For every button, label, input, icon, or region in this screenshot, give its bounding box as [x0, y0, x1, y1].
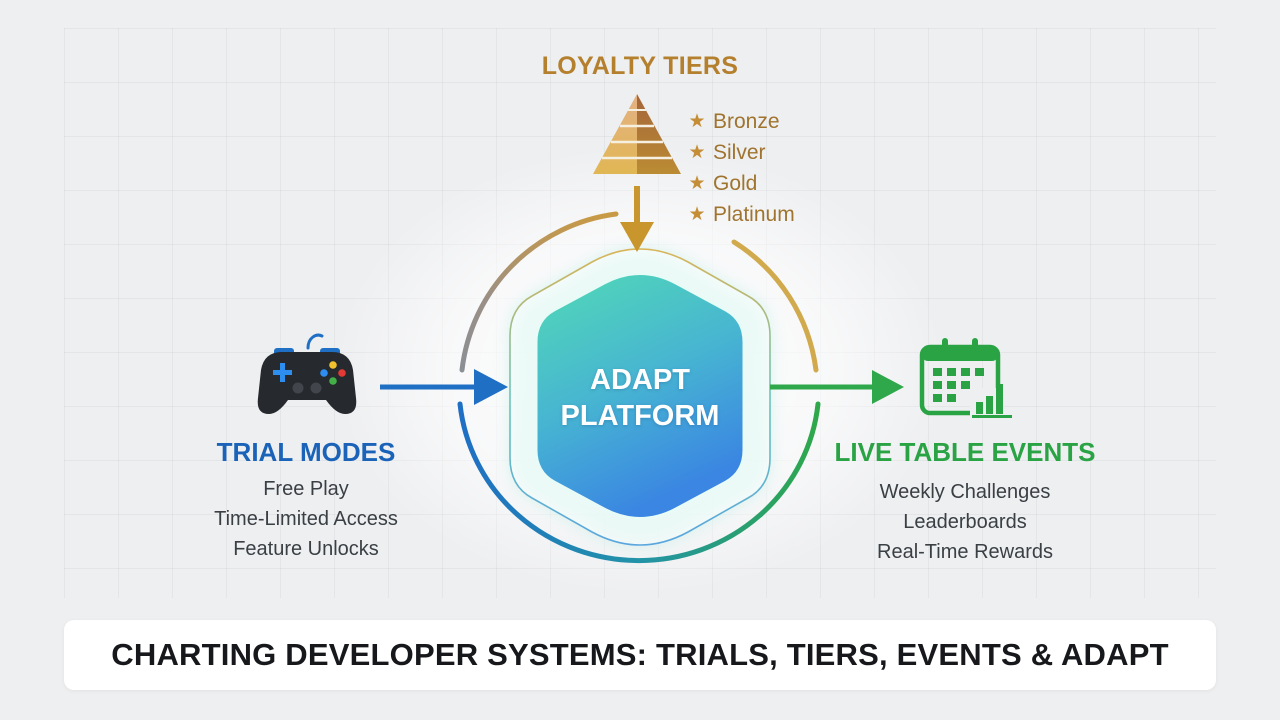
- adapt-platform-label: ADAPT PLATFORM: [530, 362, 750, 434]
- event-item: Leaderboards: [903, 511, 1027, 533]
- event-item: Real-Time Rewards: [877, 541, 1053, 563]
- loyalty-tier-list: ★ Bronze ★ Silver ★ Gold ★ Platinum: [688, 106, 848, 230]
- center-label-line1: ADAPT: [590, 364, 690, 396]
- calendar-chart-icon: [919, 338, 1012, 418]
- tier-label: Platinum: [713, 202, 795, 226]
- tier-item-bronze: ★ Bronze: [688, 106, 848, 137]
- center-label-line2: PLATFORM: [560, 400, 720, 432]
- live-table-events-title: LIVE TABLE EVENTS: [834, 437, 1096, 467]
- arrow-loyalty-head: [620, 222, 654, 252]
- star-icon: ★: [688, 111, 706, 132]
- footer-title: CHARTING DEVELOPER SYSTEMS: TRIALS, TIER…: [111, 637, 1169, 672]
- loyalty-tiers-title: LOYALTY TIERS: [541, 52, 739, 80]
- tier-item-silver: ★ Silver: [688, 137, 848, 168]
- star-icon: ★: [688, 204, 706, 225]
- star-icon: ★: [688, 142, 706, 163]
- star-icon: ★: [688, 173, 706, 194]
- hex-core: [534, 272, 746, 520]
- tier-label: Gold: [713, 171, 758, 195]
- arrow-trial-head: [474, 369, 508, 405]
- tier-item-platinum: ★ Platinum: [688, 199, 848, 230]
- tier-item-gold: ★ Gold: [688, 168, 848, 199]
- arc-bottom: [457, 401, 821, 564]
- event-item: Weekly Challenges: [879, 481, 1051, 503]
- arc-top-right: [731, 239, 819, 373]
- arc-top-left: [459, 211, 619, 373]
- gamepad-icon: [257, 333, 357, 414]
- arrow-events-head: [872, 370, 904, 404]
- tier-label: Bronze: [713, 109, 780, 133]
- footer-banner: CHARTING DEVELOPER SYSTEMS: TRIALS, TIER…: [64, 620, 1216, 690]
- pyramid-icon: [593, 94, 681, 174]
- trial-item: Feature Unlocks: [233, 538, 379, 560]
- trial-modes-list: Free Play Time-Limited Access Feature Un…: [176, 474, 436, 564]
- tier-label: Silver: [713, 140, 766, 164]
- trial-item: Free Play: [263, 478, 349, 500]
- trial-modes-title: TRIAL MODES: [216, 437, 396, 467]
- live-table-events-list: Weekly Challenges Leaderboards Real-Time…: [820, 477, 1110, 567]
- trial-item: Time-Limited Access: [214, 508, 398, 530]
